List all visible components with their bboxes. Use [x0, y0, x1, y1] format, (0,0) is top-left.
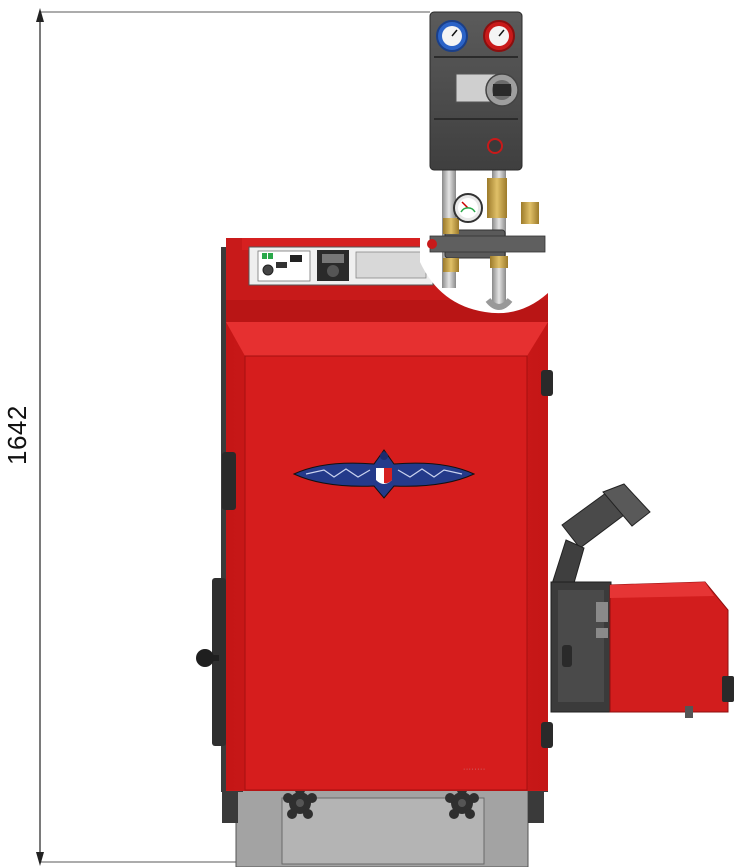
height-dimension-label: 1642: [2, 405, 32, 465]
red-thermometer-icon: [483, 20, 515, 52]
brand-text: ········: [463, 766, 486, 773]
door-latch-upper: [541, 370, 553, 396]
side-door-handle-knob: [196, 649, 219, 667]
winged-emblem-icon: [292, 449, 476, 499]
door-hinge-upper: [222, 452, 236, 510]
green-switch-icon: [262, 253, 267, 259]
green-switch-icon: [268, 253, 273, 259]
height-dimension-line: [36, 8, 430, 866]
pump-switch-icon: [487, 138, 503, 154]
pump-group: [429, 11, 523, 171]
arrow-up-icon: [36, 8, 44, 22]
control-panel-contents: [257, 250, 427, 282]
pellet-burner: [550, 483, 734, 718]
hydraulic-inset: [420, 168, 548, 314]
arrow-down-icon: [36, 852, 44, 866]
boiler-body: [196, 238, 553, 792]
boiler-base: [222, 785, 544, 867]
door-latch-lower: [541, 722, 553, 748]
switch-icon: [290, 255, 302, 262]
air-vent-valve: [487, 178, 507, 218]
side-door: [212, 578, 226, 746]
knob-icon: [262, 264, 274, 276]
blue-thermometer-icon: [436, 20, 468, 52]
valve-handle-icon: [427, 239, 437, 249]
pressure-gauge-icon: [453, 193, 483, 223]
